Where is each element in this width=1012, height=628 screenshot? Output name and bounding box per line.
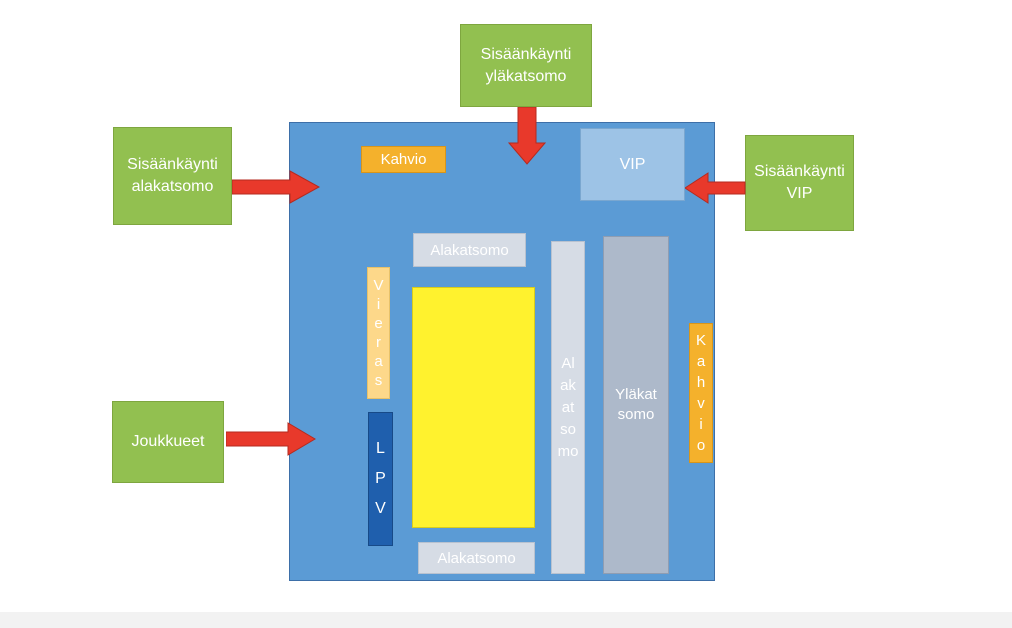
arrow-lower-entrance-icon xyxy=(232,170,320,204)
arrow-vip-entrance-icon xyxy=(684,172,746,204)
entrance-teams: Joukkueet xyxy=(112,401,224,483)
cafe-side-letter: v xyxy=(697,395,705,412)
arrow-teams-entrance-icon xyxy=(226,422,316,456)
upper-stand-text: Yläkat xyxy=(615,386,657,403)
upper-stand: Yläkat somo xyxy=(603,236,669,574)
vip-area: VIP xyxy=(580,128,685,201)
away-bench-letter: r xyxy=(376,334,381,351)
upper-stand-text: somo xyxy=(617,406,655,423)
away-bench-letter: V xyxy=(373,277,384,294)
cafe-side-letter: h xyxy=(696,374,706,391)
away-bench-letter: a xyxy=(374,353,383,370)
bottom-strip xyxy=(0,612,1012,628)
entrance-upper-stand: Sisäänkäynti yläkatsomo xyxy=(460,24,592,107)
lower-stand-side-text: so xyxy=(560,420,576,438)
lower-stand-side-text: ak xyxy=(560,376,576,394)
away-bench: V i e r a s xyxy=(367,267,390,399)
entrance-vip-line2: VIP xyxy=(786,185,813,202)
entrance-vip: Sisäänkäynti VIP xyxy=(745,135,854,231)
arrow-upper-entrance-icon xyxy=(508,107,546,165)
cafe-side-letter: K xyxy=(695,332,706,349)
lower-stand-side-text: Al xyxy=(561,354,575,372)
entrance-upper-line2: yläkatsomo xyxy=(485,67,567,85)
lower-stand-side: Al ak at so mo xyxy=(551,241,585,574)
lower-stand-side-text: mo xyxy=(557,442,579,460)
away-bench-letter: i xyxy=(376,296,381,313)
entrance-upper-line1: Sisäänkäynti xyxy=(480,45,572,63)
lower-stand-top: Alakatsomo xyxy=(413,233,526,267)
playing-field xyxy=(412,287,535,528)
away-bench-letter: e xyxy=(374,315,383,332)
cafe-side-letter: a xyxy=(696,353,706,370)
entrance-lower-line2: alakatsomo xyxy=(131,178,214,195)
home-bench-letter: V xyxy=(375,500,386,517)
cafe-side-letter: o xyxy=(696,437,706,454)
cafe-side: K a h v i o xyxy=(689,323,713,463)
home-bench-letter: P xyxy=(375,470,386,487)
lower-stand-bottom: Alakatsomo xyxy=(418,542,535,574)
away-bench-letter: s xyxy=(374,372,383,389)
entrance-lower-stand: Sisäänkäynti alakatsomo xyxy=(113,127,232,225)
cafe-side-letter: i xyxy=(699,416,703,433)
home-bench-letter: L xyxy=(376,440,385,457)
cafe-top: Kahvio xyxy=(361,146,446,173)
entrance-lower-line1: Sisäänkäynti xyxy=(127,156,218,173)
home-bench: L P V xyxy=(368,412,393,546)
lower-stand-side-text: at xyxy=(561,398,575,416)
entrance-vip-line1: Sisäänkäynti xyxy=(754,163,845,180)
